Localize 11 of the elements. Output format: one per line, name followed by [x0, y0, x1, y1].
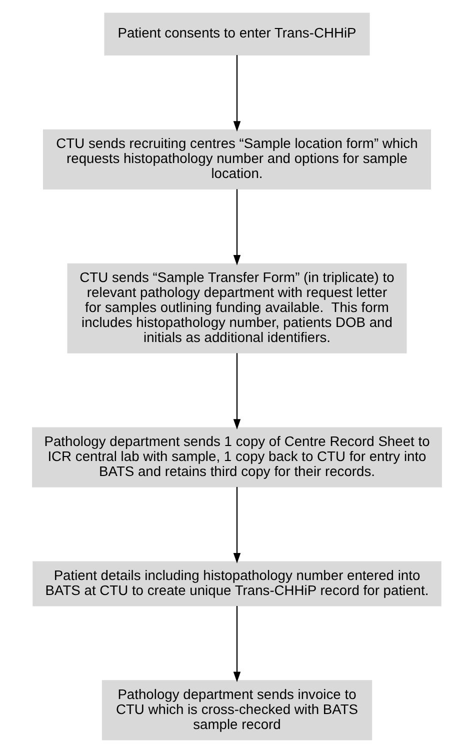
node-box: Pathology department sends 1 copy of Centre Record Sheet to ICR central lab with sample, 1 copy back to CTU for entry into BATS and retains third copy for their records.: [32, 427, 442, 488]
arrow: [233, 353, 241, 430]
node-box: Patient consents to enter Trans-CHHiP: [104, 12, 370, 56]
node-box: CTU sends “Sample Transfer Form” (in triplicate) to relevant pathology department with request letter for samples outlining funding available. This form includes histopathology number, patients DOB and initials as additional identifiers.: [67, 263, 407, 354]
arrow: [233, 189, 241, 266]
node-box: CTU sends recruiting centres “Sample location form” which requests histopathology number and options for sample location.: [43, 129, 431, 190]
arrow: [233, 55, 241, 132]
node-box: Patient details including histopathology number entered into BATS at CTU to create unique Trans-CHHiP record for patient.: [32, 561, 442, 606]
arrow: [233, 486, 241, 564]
node-box: Pathology department sends invoice to CTU which is cross-checked with BATS sample record: [102, 680, 372, 740]
arrow: [233, 606, 241, 682]
